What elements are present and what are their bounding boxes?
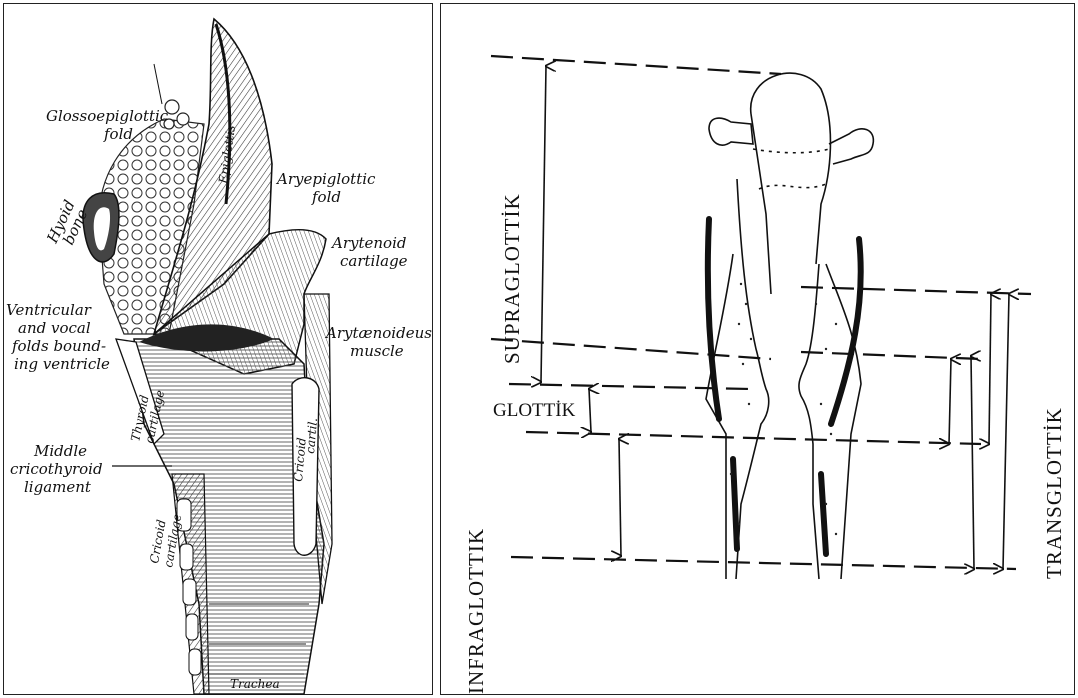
arrow-transglottic	[1003, 294, 1009, 569]
label-glottic: GLOTTİK	[493, 400, 576, 421]
label-arytenoid-2: cartilage	[340, 252, 408, 270]
level-line-ventricle-left	[491, 339, 771, 359]
cartilage-ring	[186, 614, 198, 640]
label-arytaenoideus-1: Arytænoideus	[324, 324, 432, 342]
label-arytenoid-1: Arytenoid	[330, 234, 406, 252]
arrow-right-middle	[971, 356, 974, 569]
cartilage-ring	[183, 579, 196, 605]
dimension-arrows	[541, 66, 1009, 569]
laryngeal-zones-diagram: SUPRAGLOTTİK GLOTTİK INFRAGLOTTIK TRANSG…	[441, 4, 1076, 696]
right-cricoid-stroke	[821, 474, 826, 554]
arrow-right-inner	[949, 359, 951, 444]
label-ventricular-3: folds bound-	[11, 337, 106, 355]
left-cricoid-stroke	[733, 459, 737, 549]
arrow-glottic	[589, 389, 591, 432]
label-transglottic: TRANSGLOTTİK	[1042, 407, 1066, 579]
leader-line	[154, 64, 162, 104]
left-inner-wall	[736, 179, 769, 579]
label-arytaenoideus-2: muscle	[350, 342, 404, 360]
larynx-outline	[706, 73, 873, 579]
larynx-anatomy-illustration: Glossoepiglottic fold Hyoid bone Epiglot…	[4, 4, 434, 696]
level-line-top	[491, 56, 781, 74]
hyoid-dotted-line	[753, 149, 829, 153]
label-glossoepiglottic-2: fold	[103, 125, 133, 143]
epiglottis-left-edge	[751, 114, 771, 294]
hyoid-left-horn	[709, 118, 753, 145]
epiglottis-outline	[751, 73, 831, 264]
label-supraglottic: SUPRAGLOTTİK	[500, 193, 524, 364]
larynx-anatomy-panel: Glossoepiglottic fold Hyoid bone Epiglot…	[3, 3, 433, 695]
label-ventricular-4: ing ventricle	[14, 355, 110, 373]
label-ventricular-2: and vocal	[18, 319, 91, 337]
label-aryepiglottic-2: fold	[311, 188, 341, 206]
label-ventricular-1: Ventricular	[6, 301, 92, 319]
level-line-bottom	[511, 557, 1016, 569]
label-glossoepiglottic-1: Glossoepiglottic	[46, 107, 169, 125]
label-trachea: Trachea	[230, 677, 280, 691]
level-lines	[491, 56, 1031, 569]
level-line-ventricle-right	[801, 352, 981, 359]
label-middle-1: Middle	[33, 442, 87, 460]
arrow-supraglottic	[541, 66, 546, 382]
hyoid-right-horn	[829, 129, 873, 164]
cartilage-ring	[180, 544, 193, 570]
right-thyroid-stroke	[831, 239, 861, 424]
arrow-infraglottic	[619, 439, 621, 556]
arrow-right-outer	[989, 294, 991, 444]
label-middle-3: ligament	[24, 478, 92, 496]
gland-circle	[177, 113, 189, 125]
label-aryepiglottic-1: Aryepiglottic	[275, 170, 376, 188]
label-middle-2: cricothyroid	[10, 460, 103, 478]
epiglottis-dotted-line	[759, 184, 826, 189]
level-line-subglottis	[526, 432, 981, 444]
laryngeal-zones-panel: SUPRAGLOTTİK GLOTTİK INFRAGLOTTIK TRANSG…	[440, 3, 1075, 695]
cartilage-ring	[189, 649, 201, 675]
label-infraglottic: INFRAGLOTTIK	[464, 528, 488, 694]
right-inner-wall	[799, 264, 819, 579]
